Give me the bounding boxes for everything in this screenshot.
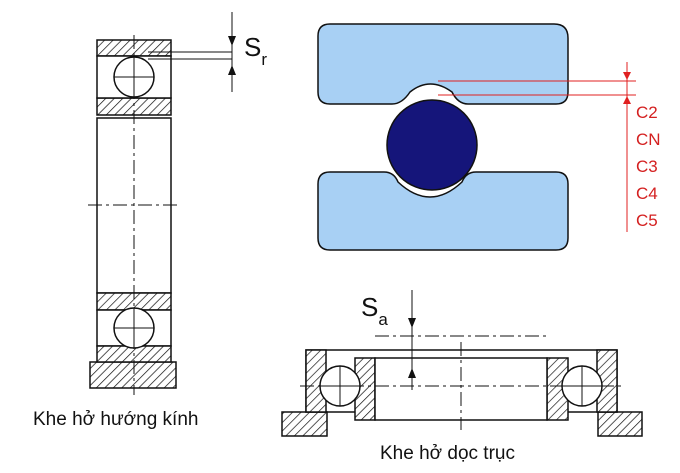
axial-clearance-figure: Sa Khe hở dọc trục [281,290,643,464]
clearance-detail-figure: C2 CN C3 C4 C5 [317,23,661,251]
clearance-class-item: C4 [636,184,658,203]
radial-clearance-figure: Sr Khe hở hướng kính [33,12,267,430]
detail-ball [386,99,478,191]
detail-outer-ring [317,23,569,105]
axial-clearance-symbol: Sa [361,292,388,329]
radial-base-plate [89,361,177,389]
clearance-class-list: C2 CN C3 C4 C5 [636,103,661,230]
clearance-class-item: C2 [636,103,658,122]
axial-right-base [597,411,643,437]
clearance-class-item: C5 [636,211,658,230]
clearance-class-item: CN [636,130,661,149]
axial-clearance-caption: Khe hở dọc trục [380,443,515,464]
detail-inner-ring [317,171,569,251]
radial-clearance-caption: Khe hở hướng kính [33,409,198,430]
radial-clearance-symbol: Sr [244,32,267,69]
axial-left-base [281,411,328,437]
clearance-class-item: C3 [636,157,658,176]
